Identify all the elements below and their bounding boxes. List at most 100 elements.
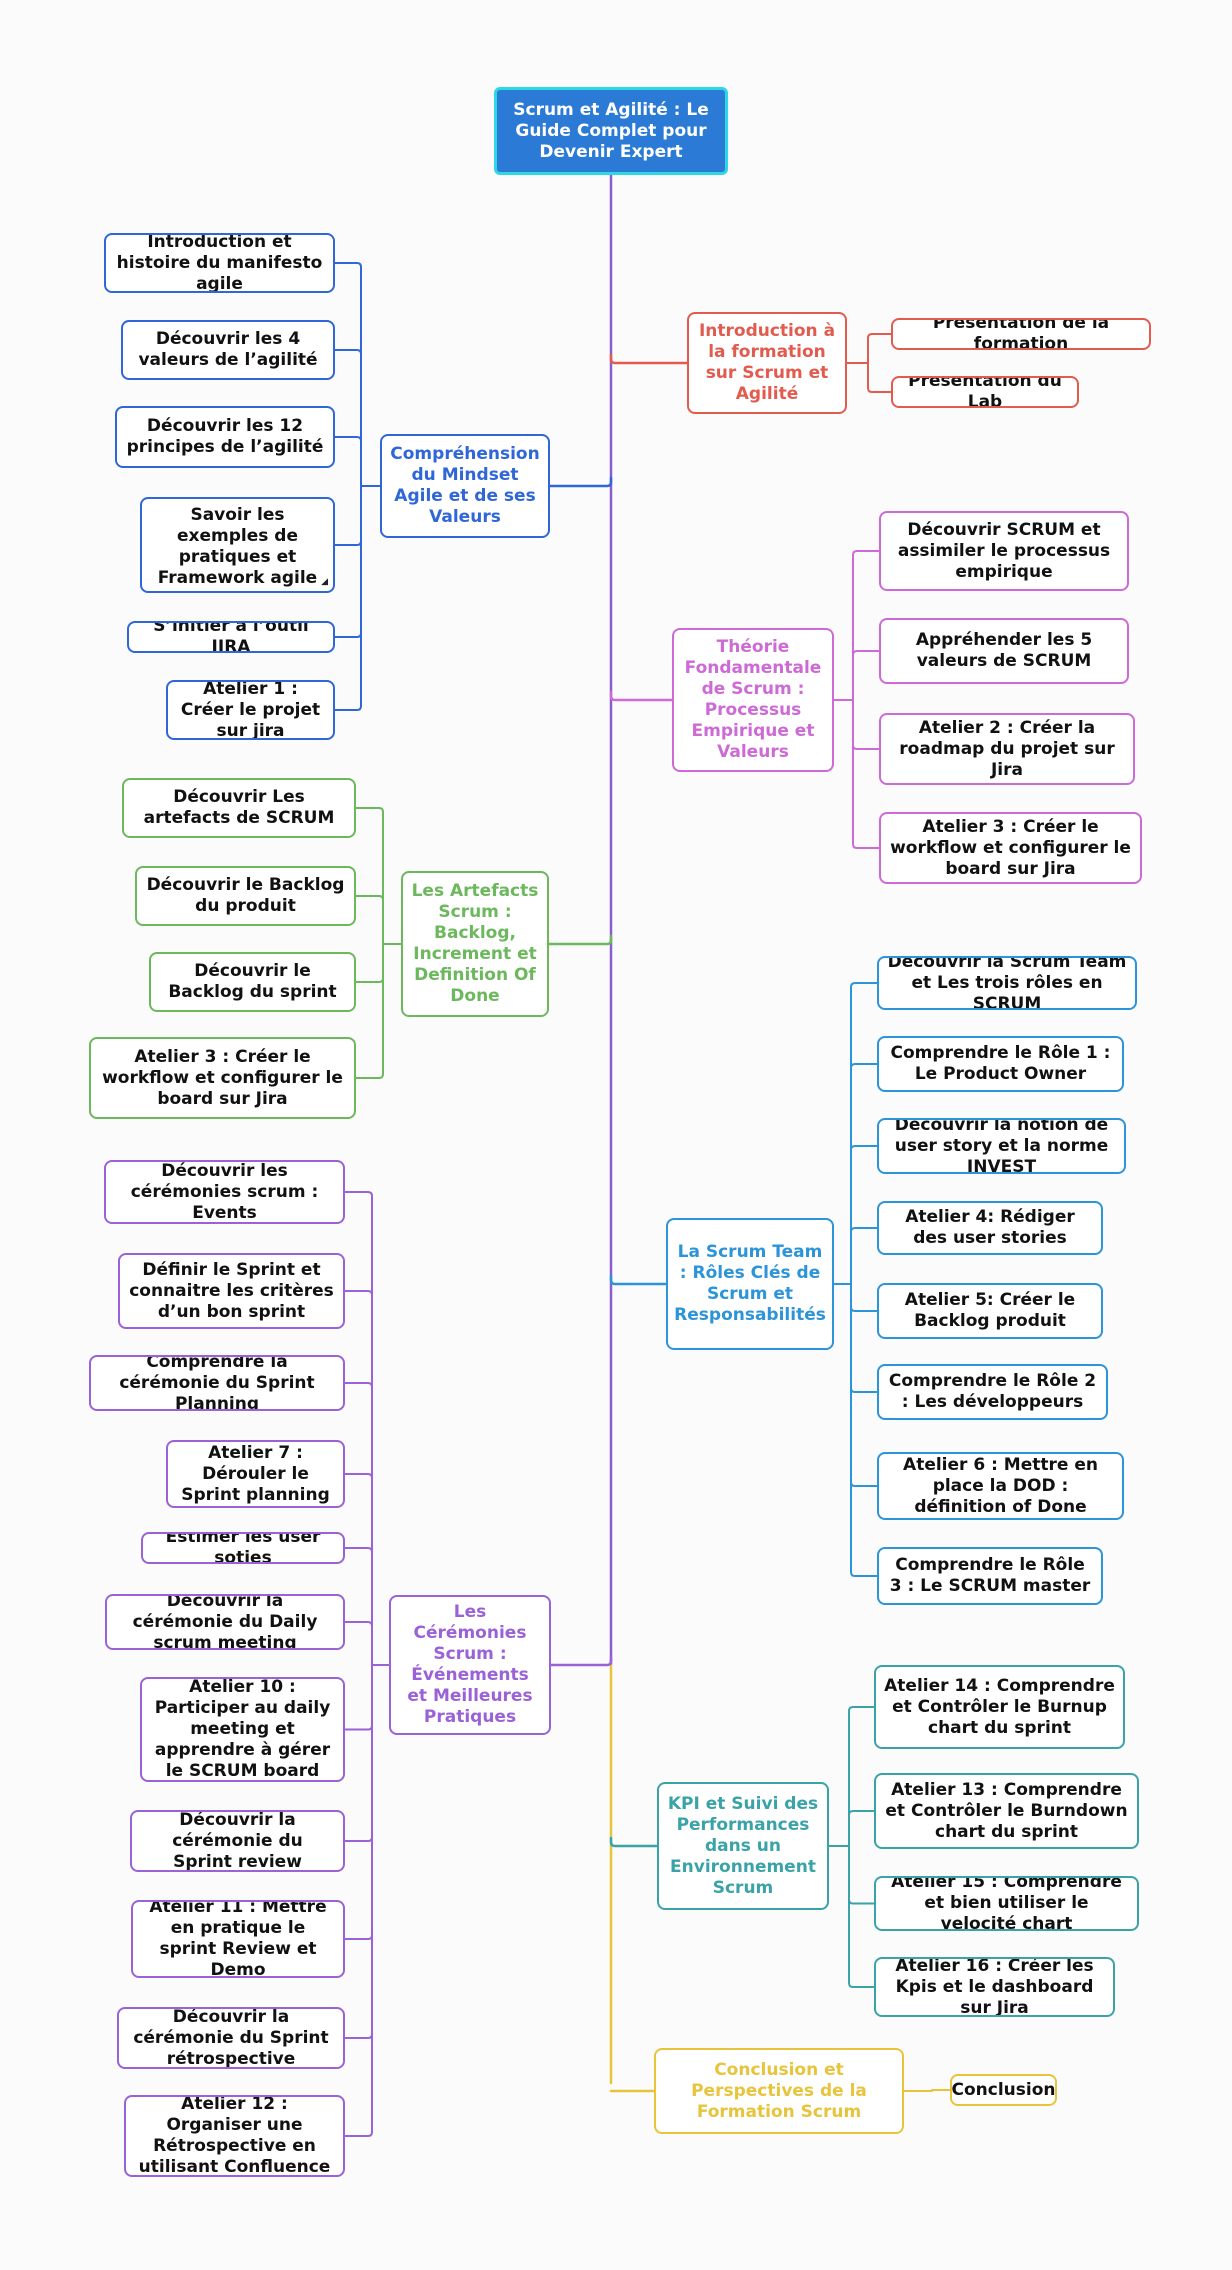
subtopic-b4-6[interactable]: Comprendre le Rôle 2 : Les développeurs <box>877 1364 1108 1420</box>
branch-topic-b7[interactable]: Conclusion et Perspectives de la Formati… <box>654 2048 904 2134</box>
subtopic-b4-3-label: Découvrir la notion de user story et la … <box>894 1118 1109 1174</box>
subtopic-b1-6[interactable]: Atelier 1 : Créer le projet sur jira <box>166 680 335 740</box>
subtopic-b5-4-label: Atelier 7 : Dérouler le Sprint planning <box>181 1442 330 1505</box>
subtopic-b4-8[interactable]: Comprendre le Rôle 3 : Le SCRUM master <box>877 1547 1103 1605</box>
branch-topic-b7-label: Conclusion et Perspectives de la Formati… <box>691 2059 867 2122</box>
subtopic-b5-3[interactable]: Comprendre la cérémonie du Sprint Planni… <box>89 1355 345 1411</box>
branch-topic-b2[interactable]: Théorie Fondamentale de Scrum : Processu… <box>672 628 834 772</box>
subtopic-b5-2-label: Définir le Sprint et connaitre les critè… <box>129 1259 334 1322</box>
subtopic-b1-4-label: Savoir les exemples de pratiques et Fram… <box>157 505 318 588</box>
subtopic-b4-8-label: Comprendre le Rôle 3 : Le SCRUM master <box>889 1555 1091 1596</box>
subtopic-b3-1-label: Découvrir Les artefacts de SCRUM <box>143 787 335 828</box>
subtopic-b5-8-label: Découvrir la cérémonie du Sprint review <box>172 1810 303 1872</box>
subtopic-b2-2-label: Appréhender les 5 valeurs de SCRUM <box>915 630 1093 671</box>
subtopic-b6-3[interactable]: Atelier 15 : Comprendre et bien utiliser… <box>874 1876 1139 1931</box>
subtopic-b5-10[interactable]: Découvrir la cérémonie du Sprint rétrosp… <box>117 2007 345 2069</box>
subtopic-b1-2[interactable]: Découvrir les 4 valeurs de l’agilité <box>121 320 335 380</box>
subtopic-b4-5[interactable]: Atelier 5: Créer le Backlog produit <box>877 1283 1103 1339</box>
subtopic-b1-3-label: Découvrir les 12 principes de l’agilité <box>126 416 324 457</box>
subtopic-b5-7[interactable]: Atelier 10 : Participer au daily meeting… <box>140 1677 345 1782</box>
subtopic-b2-4[interactable]: Atelier 3 : Créer le workflow et configu… <box>879 812 1142 884</box>
subtopic-b2-1[interactable]: Découvrir SCRUM et assimiler le processu… <box>879 511 1129 591</box>
branch-topic-b4-label: La Scrum Team : Rôles Clés de Scrum et R… <box>674 1242 826 1325</box>
subtopic-b3-2-label: Découvrir le Backlog du produit <box>146 875 345 916</box>
subtopic-b1-1-label: Introduction et histoire du manifesto ag… <box>116 233 323 293</box>
subtopic-b5-5[interactable]: Estimer les user soties <box>141 1532 345 1564</box>
subtopic-b5-4[interactable]: Atelier 7 : Dérouler le Sprint planning <box>166 1440 345 1508</box>
subtopic-b4-3[interactable]: Découvrir la notion de user story et la … <box>877 1118 1126 1174</box>
subtopic-b2-1-label: Découvrir SCRUM et assimiler le processu… <box>897 519 1111 582</box>
subtopic-b6-3-label: Atelier 15 : Comprendre et bien utiliser… <box>891 1876 1122 1931</box>
root-topic-label: Scrum et Agilité : Le Guide Complet pour… <box>513 99 709 162</box>
subtopic-b4-1[interactable]: Découvrir la Scrum Team et Les trois rôl… <box>877 956 1137 1010</box>
subtopic-b4-7-label: Atelier 6 : Mettre en place la DOD : déf… <box>903 1454 1098 1517</box>
subtopic-b7-1[interactable]: Conclusion <box>950 2074 1057 2106</box>
subtopic-b1-1[interactable]: Introduction et histoire du manifesto ag… <box>104 233 335 293</box>
subtopic-b2-3[interactable]: Atelier 2 : Créer la roadmap du projet s… <box>879 713 1135 785</box>
branch-topic-b5-label: Les Cérémonies Scrum : Événements et Mei… <box>407 1602 533 1727</box>
subtopic-b0-2-label: Présentation du Lab <box>908 376 1062 408</box>
subtopic-b2-4-label: Atelier 3 : Créer le workflow et configu… <box>890 816 1131 879</box>
subtopic-b4-4-label: Atelier 4: Rédiger des user stories <box>905 1207 1075 1248</box>
subtopic-b5-7-label: Atelier 10 : Participer au daily meeting… <box>154 1677 331 1781</box>
branch-topic-b0[interactable]: Introduction à la formation sur Scrum et… <box>687 312 847 414</box>
subtopic-b3-1[interactable]: Découvrir Les artefacts de SCRUM <box>122 778 356 838</box>
subtopic-b3-3[interactable]: Découvrir le Backlog du sprint <box>149 952 356 1012</box>
root-topic[interactable]: Scrum et Agilité : Le Guide Complet pour… <box>494 87 728 175</box>
subtopic-b0-2[interactable]: Présentation du Lab <box>891 376 1079 408</box>
subtopic-b4-1-label: Découvrir la Scrum Team et Les trois rôl… <box>887 956 1127 1010</box>
subtopic-b6-1[interactable]: Atelier 14 : Comprendre et Contrôler le … <box>874 1665 1125 1749</box>
subtopic-b6-2[interactable]: Atelier 13 : Comprendre et Contrôler le … <box>874 1773 1139 1849</box>
subtopic-b1-5[interactable]: S’initier à l’outil JIRA <box>127 621 335 653</box>
subtopic-b5-5-label: Estimer les user soties <box>165 1532 321 1564</box>
subtopic-b5-8[interactable]: Découvrir la cérémonie du Sprint review <box>130 1810 345 1872</box>
subtopic-b3-3-label: Découvrir le Backlog du sprint <box>168 961 337 1002</box>
subtopic-b4-5-label: Atelier 5: Créer le Backlog produit <box>904 1290 1076 1331</box>
subtopic-b5-1-label: Découvrir les cérémonies scrum : Events <box>130 1160 319 1223</box>
subtopic-b0-1-label: Présentation de la formation <box>932 318 1110 350</box>
subtopic-b5-9-label: Atelier 11 : Mettre en pratique le sprin… <box>149 1900 327 1978</box>
subtopic-b5-1[interactable]: Découvrir les cérémonies scrum : Events <box>104 1160 345 1224</box>
branch-topic-b4[interactable]: La Scrum Team : Rôles Clés de Scrum et R… <box>666 1218 834 1350</box>
subtopic-b5-6-label: Découvrir la cérémonie du Daily scrum me… <box>132 1594 318 1650</box>
branch-topic-b6-label: KPI et Suivi des Performances dans un En… <box>667 1793 819 1898</box>
subtopic-b0-1[interactable]: Présentation de la formation <box>891 318 1151 350</box>
branch-topic-b3-label: Les Artefacts Scrum : Backlog, Increment… <box>411 881 539 1006</box>
subtopic-b4-2[interactable]: Comprendre le Rôle 1 : Le Product Owner <box>877 1036 1124 1092</box>
subtopic-b6-2-label: Atelier 13 : Comprendre et Contrôler le … <box>885 1779 1128 1842</box>
subtopic-b1-3[interactable]: Découvrir les 12 principes de l’agilité <box>115 406 335 468</box>
subtopic-b6-4-label: Atelier 16 : Créer les Kpis et le dashbo… <box>895 1957 1094 2017</box>
subtopic-b7-1-label: Conclusion <box>951 2079 1056 2100</box>
subtopic-b4-4[interactable]: Atelier 4: Rédiger des user stories <box>877 1201 1103 1255</box>
subtopic-b4-7[interactable]: Atelier 6 : Mettre en place la DOD : déf… <box>877 1452 1124 1520</box>
subtopic-b5-11[interactable]: Atelier 12 : Organiser une Rétrospective… <box>124 2095 345 2177</box>
subtopic-b3-4-label: Atelier 3 : Créer le workflow et configu… <box>102 1046 343 1109</box>
subtopic-b5-3-label: Comprendre la cérémonie du Sprint Planni… <box>119 1355 315 1411</box>
subtopic-b3-4[interactable]: Atelier 3 : Créer le workflow et configu… <box>89 1037 356 1119</box>
subtopic-b3-2[interactable]: Découvrir le Backlog du produit <box>135 866 356 926</box>
branch-topic-b1-label: Compréhension du Mindset Agile et de ses… <box>390 444 540 527</box>
branch-topic-b2-label: Théorie Fondamentale de Scrum : Processu… <box>684 637 822 762</box>
subtopic-b5-10-label: Découvrir la cérémonie du Sprint rétrosp… <box>133 2007 329 2069</box>
subtopic-b1-2-label: Découvrir les 4 valeurs de l’agilité <box>138 329 318 370</box>
subtopic-b5-11-label: Atelier 12 : Organiser une Rétrospective… <box>138 2095 331 2177</box>
branch-topic-b6[interactable]: KPI et Suivi des Performances dans un En… <box>657 1782 829 1910</box>
branch-topic-b5[interactable]: Les Cérémonies Scrum : Événements et Mei… <box>389 1595 551 1735</box>
subtopic-b5-9[interactable]: Atelier 11 : Mettre en pratique le sprin… <box>131 1900 345 1978</box>
subtopic-b1-6-label: Atelier 1 : Créer le projet sur jira <box>180 680 321 740</box>
subtopic-b4-2-label: Comprendre le Rôle 1 : Le Product Owner <box>890 1043 1111 1084</box>
resize-corner-icon[interactable]: ◢ <box>321 577 328 587</box>
subtopic-b5-2[interactable]: Définir le Sprint et connaitre les critè… <box>118 1253 345 1329</box>
branch-topic-b1[interactable]: Compréhension du Mindset Agile et de ses… <box>380 434 550 538</box>
subtopic-b1-4[interactable]: Savoir les exemples de pratiques et Fram… <box>140 497 335 593</box>
subtopic-b5-6[interactable]: Découvrir la cérémonie du Daily scrum me… <box>105 1594 345 1650</box>
subtopic-b6-1-label: Atelier 14 : Comprendre et Contrôler le … <box>884 1675 1115 1738</box>
subtopic-b1-5-label: S’initier à l’outil JIRA <box>153 621 309 653</box>
subtopic-b2-3-label: Atelier 2 : Créer la roadmap du projet s… <box>899 717 1115 780</box>
branch-topic-b3[interactable]: Les Artefacts Scrum : Backlog, Increment… <box>401 871 549 1017</box>
subtopic-b2-2[interactable]: Appréhender les 5 valeurs de SCRUM <box>879 618 1129 684</box>
subtopic-b6-4[interactable]: Atelier 16 : Créer les Kpis et le dashbo… <box>874 1957 1115 2017</box>
branch-topic-b0-label: Introduction à la formation sur Scrum et… <box>698 321 836 404</box>
